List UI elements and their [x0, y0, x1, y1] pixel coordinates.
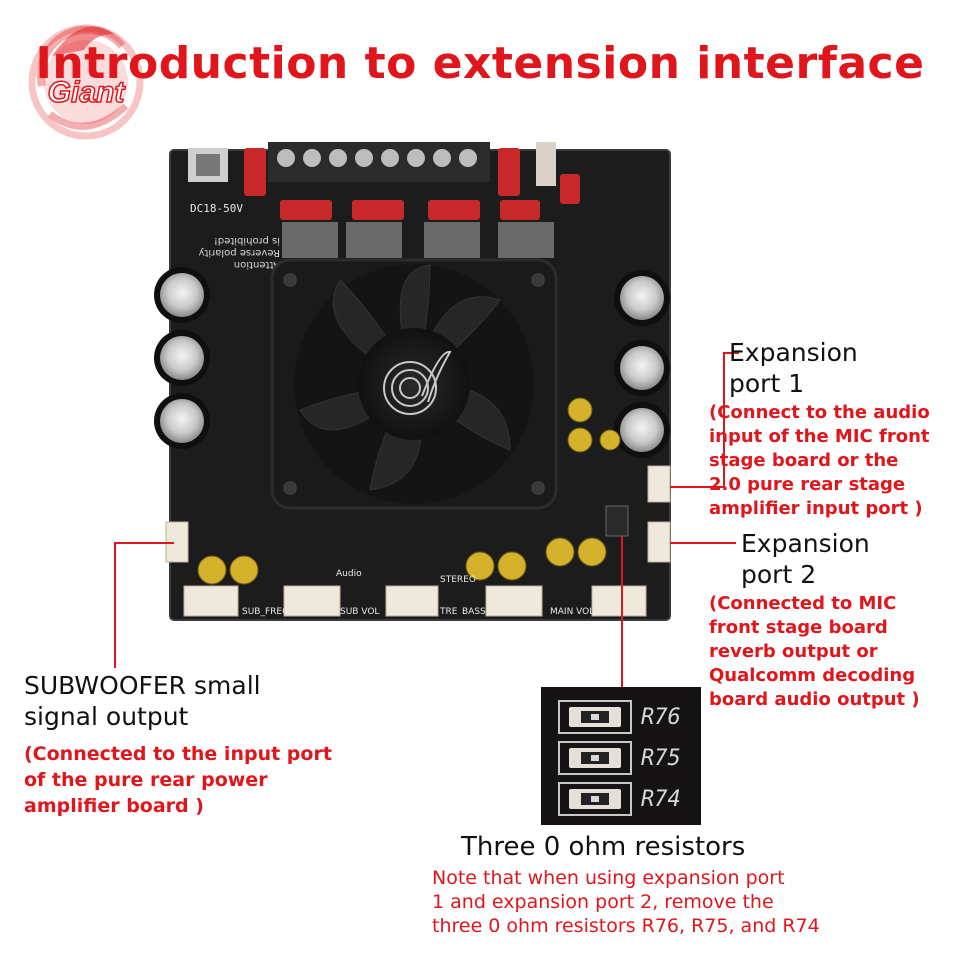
- page-title: Introduction to extension interface: [35, 38, 925, 89]
- silkscreen-stereo: STEREO: [440, 575, 476, 585]
- subwoofer-title: SUBWOOFER small signal output: [24, 671, 261, 731]
- silkscreen-knob-2: SUB VOL: [340, 607, 379, 617]
- resistors-desc: Note that when using expansion port 1 an…: [432, 867, 820, 937]
- resistors-title: Three 0 ohm resistors: [461, 832, 746, 862]
- silkscreen-voltage: DC18-50V: [190, 202, 243, 215]
- callout-line-port1-h: [725, 352, 739, 354]
- callout-line-res-v: [621, 536, 623, 689]
- resistor-label-r74: R74: [641, 787, 681, 812]
- resistor-closeup-graphic: [558, 700, 632, 816]
- resistor-closeup: R76 R75 R74: [541, 687, 701, 825]
- expansion-port-2-desc: (Connected to MIC front stage board reve…: [709, 593, 920, 710]
- expansion-port-2-title: Expansion port 2: [741, 529, 870, 589]
- amplifier-board: DC18-50V is prohibited! Reverse polarity…: [154, 142, 671, 621]
- callout-line-sub-v: [114, 542, 116, 668]
- silkscreen-warning-2: Reverse polarity: [198, 247, 280, 258]
- silkscreen-warning-1: Attention: [234, 259, 280, 270]
- silkscreen-knob-1: SUB_FREQ: [242, 607, 289, 617]
- subwoofer-desc: (Connected to the input port of the pure…: [24, 743, 332, 817]
- expansion-port-1-title: Expansion port 1: [729, 338, 858, 398]
- callout-line-port1-h2: [670, 486, 725, 488]
- resistor-label-r76: R76: [641, 705, 681, 730]
- giant-logo: Giant: [28, 24, 144, 140]
- silkscreen-knob-3: TRE: [439, 607, 458, 617]
- expansion-port-1-desc: (Connect to the audio input of the MIC f…: [709, 402, 930, 519]
- logo-text: Giant: [48, 76, 127, 109]
- callout-line-sub-h: [114, 542, 174, 544]
- callout-line-port1-v: [723, 352, 725, 488]
- silkscreen-audio: Audio: [336, 569, 362, 579]
- callout-line-port2-h: [670, 542, 736, 544]
- silkscreen-knob-4: BASS: [462, 607, 486, 617]
- silkscreen-knob-5: MAIN VOL: [550, 607, 594, 617]
- silkscreen-warning-3: is prohibited!: [214, 235, 280, 246]
- resistor-label-r75: R75: [641, 746, 681, 771]
